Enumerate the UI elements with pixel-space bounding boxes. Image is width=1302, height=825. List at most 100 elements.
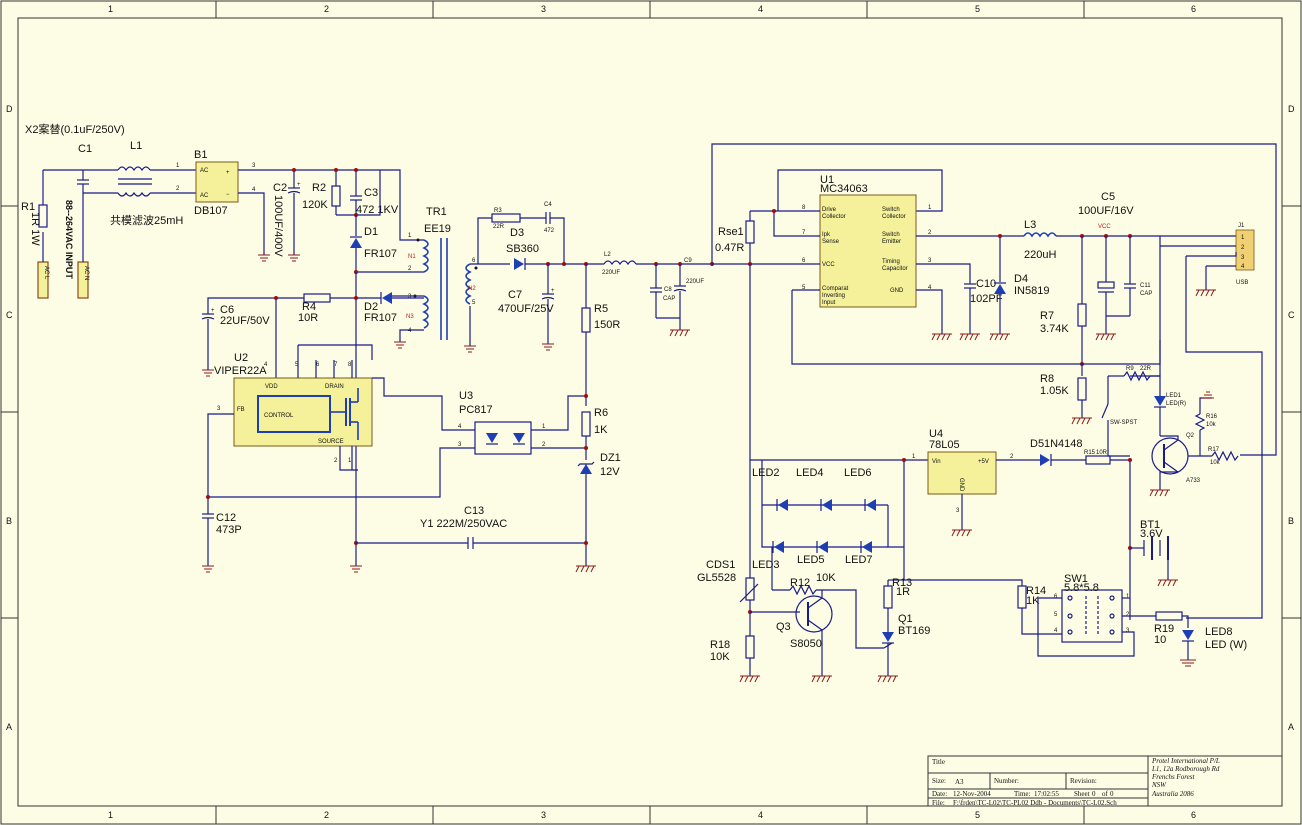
svg-text:D4: D4 [1014,273,1028,285]
svg-text:100UF/400V: 100UF/400V [272,195,284,257]
svg-text:LED3: LED3 [752,559,780,571]
svg-text:2: 2 [176,186,180,192]
b1-bridge-rectifier: AC AC +− B1 DB107 [194,149,239,217]
svg-text:1R: 1R [896,586,910,598]
svg-text:8: 8 [348,362,352,368]
svg-text:2: 2 [928,230,932,236]
svg-text:C3: C3 [364,187,378,199]
q2-pnp-transistor: Q2 A733 [1151,433,1201,484]
svg-text:Input: Input [822,300,836,306]
svg-text:R17: R17 [1208,447,1220,453]
input-connector: AC L AC N 88--264VAC INPUT [37,193,89,299]
svg-text:1: 1 [1126,594,1130,600]
svg-text:Switch: Switch [882,232,900,238]
border-col-1-bottom: 1 [108,810,113,820]
svg-text:CAP: CAP [1140,291,1152,297]
svg-text:6: 6 [472,258,476,264]
svg-text:Collector: Collector [882,214,906,220]
svg-text:5: 5 [472,300,476,306]
svg-text:2: 2 [334,458,338,464]
svg-text:Timing: Timing [882,259,900,265]
svg-text:N2: N2 [468,286,476,292]
svg-text:3: 3 [1241,255,1245,261]
svg-text:GND: GND [890,288,904,294]
border-col-2: 2 [324,4,329,14]
svg-text:L3: L3 [1024,219,1036,231]
svg-text:+5V: +5V [978,459,989,465]
dz1-zener: DZ1 12V [577,452,621,566]
svg-text:U2: U2 [234,352,248,364]
svg-text:SOURCE: SOURCE [318,439,344,445]
sheet-value: 0 [1092,790,1096,798]
r16-resistor: R16 10k [1194,413,1218,431]
svg-text:4: 4 [252,187,256,193]
svg-text:C9: C9 [684,258,692,264]
d2-diode: D2 FR107 [364,292,424,324]
number-label: Number: [994,777,1019,785]
border-col-3: 3 [541,4,546,14]
svg-text:Sense: Sense [822,239,840,245]
svg-text:R4: R4 [302,301,316,313]
svg-text:4: 4 [928,285,932,291]
svg-text:S8050: S8050 [790,638,822,650]
svg-text:DRAIN: DRAIN [325,384,344,390]
r19-resistor: R19 10 [1154,611,1183,646]
svg-text:10R: 10R [298,312,318,324]
svg-text:4: 4 [1054,628,1058,634]
u3-optocoupler: U3 PC817 43 12 [458,390,546,455]
svg-text:150R: 150R [594,319,620,331]
svg-text:4: 4 [458,424,462,430]
c11-capacitor: C11 CAP [1106,236,1152,317]
svg-text:10K: 10K [710,651,730,663]
svg-text:VIPER22A: VIPER22A [214,365,267,377]
svg-text:D3: D3 [510,227,524,239]
d1-diode: D1 FR107 [350,215,397,272]
svg-text:100UF/16V: 100UF/16V [1078,205,1134,217]
c12-capacitor: C12 473P [202,512,242,566]
svg-text:10k: 10k [1210,460,1221,466]
sw-spst-switch: SW-SPST [1101,396,1138,432]
border-col-4: 4 [758,4,763,14]
svg-text:CONTROL: CONTROL [264,413,294,419]
svg-text:C11: C11 [1140,283,1151,289]
svg-text:FR107: FR107 [364,312,397,324]
svg-text:U3: U3 [459,390,473,402]
company-line-4: NSW [1151,781,1167,789]
svg-text:USB: USB [1236,280,1248,286]
time-value: 17:02:55 [1034,790,1059,798]
svg-text:LED1: LED1 [1166,393,1182,399]
svg-text:3: 3 [928,258,932,264]
of-label: of [1102,790,1109,798]
svg-text:R14: R14 [1026,585,1046,597]
svg-text:78L05: 78L05 [929,439,960,451]
led3: LED3 [752,541,784,571]
svg-text:6: 6 [1054,594,1058,600]
title-label: Title [932,758,945,766]
svg-text:SB360: SB360 [506,243,539,255]
svg-text:22UF/50V: 22UF/50V [220,315,270,327]
border-col-6-bottom: 6 [1191,810,1196,820]
svg-text:0.47R: 0.47R [715,242,744,254]
c5-capacitor: C5 100UF/16V VCC [1078,191,1134,334]
c6-capacitor: + C6 22UF/50V [201,304,270,370]
tr1-transformer: TR1 EE19 N1 N3 N2 12 34 65 [406,206,478,340]
svg-text:R15: R15 [1084,450,1096,456]
svg-text:VCC: VCC [822,262,835,268]
d5-diode: D5 1N4148 [1030,438,1083,466]
r1-resistor: R1 1R 1W [21,170,48,246]
svg-text:C6: C6 [220,304,234,316]
svg-text:+: + [551,288,555,294]
svg-text:2: 2 [542,442,546,448]
svg-text:220uH: 220uH [1024,249,1056,261]
svg-text:470UF/25V: 470UF/25V [498,303,554,315]
j1-usb-connector: J1 USB 12 34 [1235,223,1255,286]
led5: LED5 [797,541,828,566]
border-row-c: C [6,310,13,320]
ac-l-label: AC L [43,266,49,280]
revision-label: Revision: [1070,777,1097,785]
svg-text:VCC: VCC [1098,224,1111,230]
svg-text:3: 3 [1126,628,1130,634]
svg-text:Inverting: Inverting [822,293,845,299]
